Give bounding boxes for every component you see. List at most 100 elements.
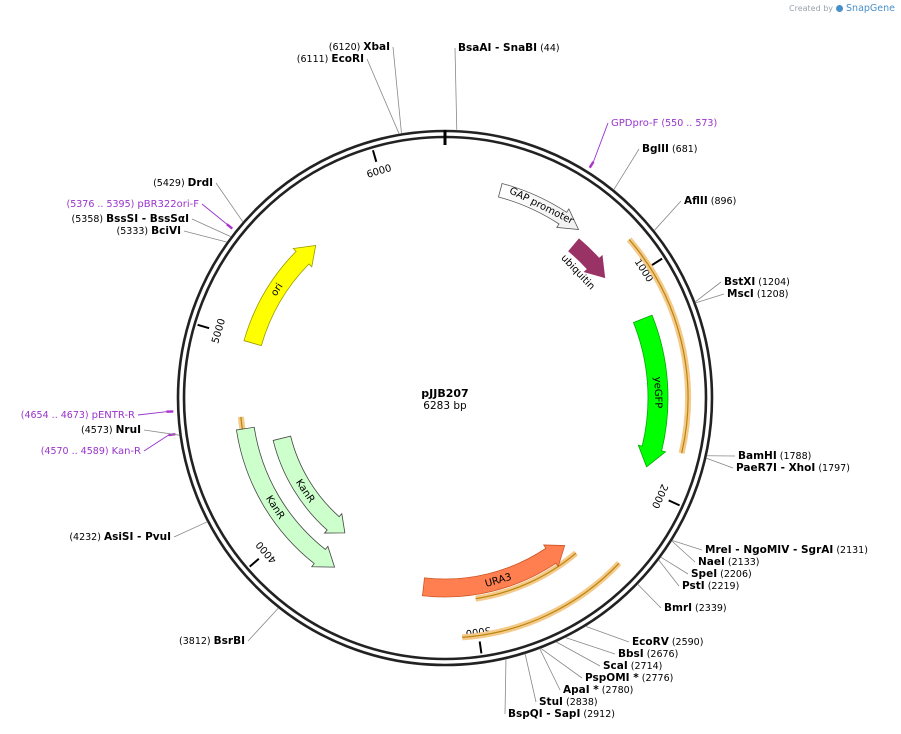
restriction-site-label[interactable]: ScaI (2714) [603, 660, 662, 672]
restriction-site-label[interactable]: SpeI (2206) [691, 568, 752, 580]
restriction-site-label[interactable]: (3812) BsrBI [179, 635, 245, 647]
restriction-site-label[interactable]: PspOMI * (2776) [585, 672, 673, 684]
primer-label[interactable]: (4654 .. 4673) pENTR-R [21, 410, 135, 421]
primer-binding-mark [226, 223, 234, 230]
site-position: (44) [537, 43, 560, 54]
restriction-site-label[interactable]: AflII (896) [684, 195, 736, 207]
site-leader-line [565, 637, 616, 655]
restriction-site-label[interactable]: BamHI (1788) [738, 450, 811, 462]
primer-range: (5376 .. 5395) [67, 199, 138, 210]
feature-label: yeGFP [652, 377, 664, 409]
site-position: (896) [708, 196, 737, 207]
site-leader-line [694, 281, 722, 303]
site-leader-line [658, 559, 680, 587]
primer-label[interactable]: GPDpro-F (550 .. 573) [611, 118, 717, 129]
restriction-site-label[interactable]: EcoRV (2590) [632, 636, 703, 648]
restriction-site-label[interactable]: ApaI * (2780) [563, 684, 633, 696]
primer-leader-line [201, 203, 228, 225]
restriction-site-label[interactable]: BstXI (1204) [724, 276, 790, 288]
scale-tick [478, 641, 483, 654]
site-position: (2131) [833, 545, 868, 556]
site-leader-line [215, 182, 244, 223]
site-leader-line [540, 647, 583, 679]
site-name: - SnaBI [491, 42, 537, 54]
feature-ura3-arrow[interactable] [422, 544, 566, 598]
site-name: SpeI [691, 568, 717, 580]
primer-range: (4570 .. 4589) [41, 446, 112, 457]
plasmid-length: 6283 bp [423, 400, 467, 412]
site-position: (2780) [599, 685, 634, 696]
primer-band-gfp-core [628, 239, 689, 454]
restriction-site-label[interactable]: NaeI (2133) [698, 556, 760, 568]
site-name: - PvuI [133, 531, 171, 543]
site-position: (2676) [644, 649, 679, 660]
site-name: EcoRI [331, 53, 364, 65]
restriction-site-label[interactable]: BmrI (2339) [664, 602, 727, 614]
restriction-site-label[interactable]: PstI (2219) [682, 580, 739, 592]
site-position: (2219) [705, 581, 740, 592]
site-name: MreI [705, 544, 732, 556]
site-name: PspOMI * [585, 672, 639, 684]
feature-kanr-arrow[interactable] [235, 426, 336, 568]
scale-tick [668, 499, 681, 507]
restriction-site-label[interactable]: StuI (2838) [539, 696, 598, 708]
restriction-site-label[interactable]: (5429) DrdI [153, 177, 213, 189]
site-leader-line [671, 540, 696, 563]
primer-binding-mark [588, 161, 595, 169]
restriction-site-label[interactable]: BbsI (2676) [618, 648, 678, 660]
restriction-site-label[interactable]: BglII (681) [642, 143, 698, 155]
site-name: ScaI [603, 660, 628, 672]
restriction-site-label[interactable]: PaeR7I - XhoI (1797) [736, 462, 850, 474]
site-name: ApaI * [563, 684, 599, 696]
site-leader-line [653, 200, 682, 231]
snapgene-watermark: Created by SnapGene [789, 3, 895, 14]
site-position: (2838) [563, 697, 598, 708]
primer-label[interactable]: (4570 .. 4589) Kan-R [41, 446, 141, 457]
site-leader-line [524, 653, 537, 703]
restriction-site-label[interactable]: BspQI - SapI (2912) [508, 708, 615, 720]
site-position: (5333) [117, 226, 152, 237]
site-position: (5358) [72, 214, 107, 225]
feature-gap-promoter-arrow[interactable] [497, 182, 580, 230]
restriction-site-label[interactable]: MscI (1208) [727, 288, 788, 300]
scale-tick [371, 149, 378, 163]
restriction-site-label[interactable]: (5333) BciVI [117, 225, 181, 237]
restriction-site-label[interactable]: (6120) XbaI [329, 41, 390, 53]
feature-yegfp-arrow[interactable] [632, 314, 669, 468]
primer-label[interactable]: (5376 .. 5395) pBR322ori-F [67, 199, 200, 210]
feature-ori-arrow[interactable] [243, 244, 317, 347]
site-position: (2590) [669, 637, 704, 648]
site-name: BspQI [508, 708, 543, 720]
site-leader-line [143, 429, 180, 436]
site-leader-line [247, 607, 279, 642]
restriction-site-label[interactable]: (6111) EcoRI [297, 53, 364, 65]
restriction-site-label[interactable]: MreI - NgoMIV - SgrAI (2131) [705, 544, 868, 556]
site-name: BbsI [618, 648, 644, 660]
site-name: BssSI [106, 213, 138, 225]
site-name: PaeR7I [736, 462, 777, 474]
restriction-site-label[interactable]: (4232) AsiSI - PvuI [69, 531, 171, 543]
feature-ubiquitin-arrow[interactable] [568, 238, 606, 279]
site-name: BstXI [724, 276, 755, 288]
site-leader-line [660, 556, 689, 575]
site-leader-line [454, 47, 458, 131]
site-position: (2776) [639, 673, 674, 684]
site-leader-line [671, 540, 703, 551]
site-name: - NgoMIV [732, 544, 791, 556]
feature-kanr-arrow[interactable] [272, 435, 346, 534]
restriction-site-label[interactable]: (4573) NruI [81, 424, 141, 436]
restriction-site-label[interactable]: BsaAI - SnaBI (44) [458, 42, 560, 54]
site-position: (681) [669, 144, 698, 155]
scale-tick-label: 4000 [254, 539, 279, 565]
site-leader-line [555, 641, 601, 667]
primer-name: Kan-R [112, 446, 141, 457]
site-leader-line [613, 148, 640, 190]
primer-labels: GPDpro-F (550 .. 573) (5376 .. 5395) pBR3… [21, 118, 717, 457]
restriction-site-label[interactable]: (5358) BssSI - BssSαI [72, 213, 189, 225]
site-position: (2714) [628, 661, 663, 672]
site-leader-line [191, 218, 232, 238]
site-leader-line [366, 58, 400, 135]
site-leader-line [183, 230, 228, 243]
site-name: NaeI [698, 556, 725, 568]
